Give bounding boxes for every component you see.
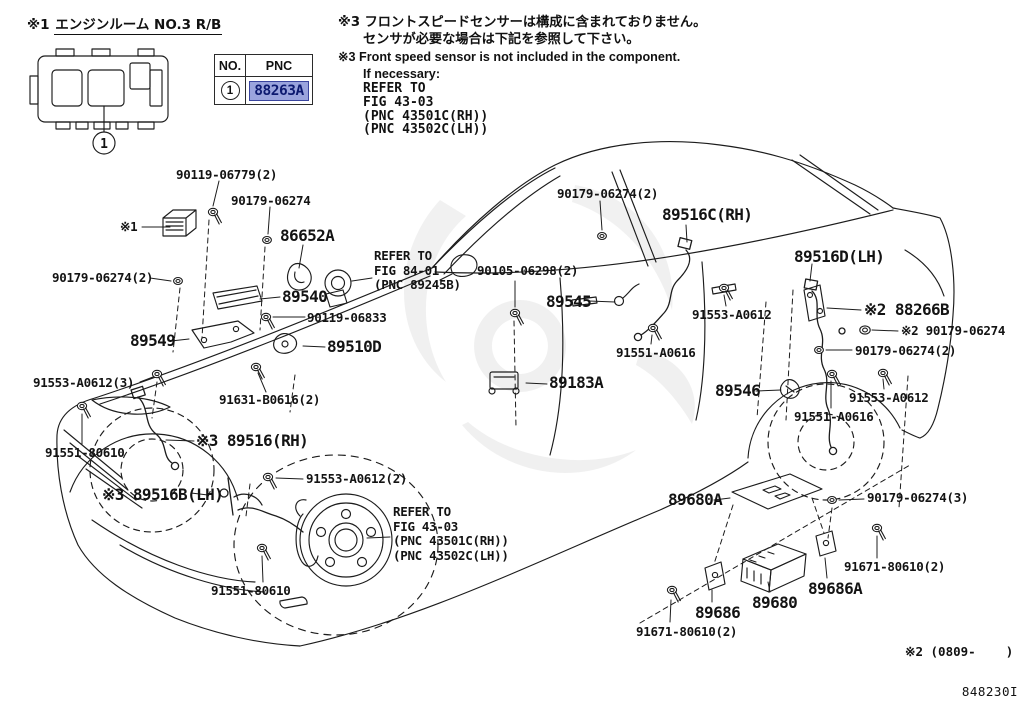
- ecu-assembly: [704, 473, 837, 593]
- part-label: 91553-A0612(3): [33, 375, 135, 390]
- part-label: ※3 89516(RH): [196, 431, 309, 450]
- part-label: 86652A: [280, 226, 335, 245]
- part-label: 91551-A0616: [616, 345, 696, 360]
- pnc-table-header-pnc: PNC: [246, 55, 312, 77]
- component-glyphs: [162, 209, 826, 399]
- front-wheel: [69, 407, 239, 533]
- relay-box-drawing: [29, 48, 169, 155]
- part-label: 89546: [715, 381, 761, 400]
- part-label: 91551-80610: [45, 445, 125, 460]
- pnc-value-selected[interactable]: 88263A: [249, 80, 309, 101]
- part-label: 90179-06274(2): [52, 270, 154, 285]
- part-label: 91553-A0612: [849, 390, 929, 405]
- part-label: ※1: [120, 219, 138, 234]
- pnc-table-header-no: NO.: [215, 55, 246, 77]
- part-label: 91671-80610(2): [844, 559, 946, 574]
- part-label: 89686: [695, 603, 741, 622]
- relay-box-title-prefix: ※1: [27, 17, 50, 33]
- note-jp-line1: ※3 フロントスピードセンサーは構成に含まれておりません。: [338, 15, 707, 30]
- part-label: 89545: [546, 292, 592, 311]
- part-label: ※2 90179-06274: [901, 323, 1006, 338]
- part-label: REFER TO FIG 43-03 (PNC 43501C(RH)) (PNC…: [393, 504, 509, 563]
- pnc-table-row-no: 1: [215, 77, 246, 104]
- pnc-row-number-circle: 1: [220, 81, 240, 100]
- part-label: 90119-06833: [307, 310, 387, 325]
- note-en-line1: ※3 Front speed sensor is not included in…: [338, 50, 681, 64]
- note-jp-line2: センサが必要な場合は下記を参照して下さい。: [363, 31, 640, 47]
- hub-assembly: [233, 454, 439, 636]
- part-label: 89516C(RH): [662, 205, 753, 224]
- front-sensor-note: ※3 フロントスピードセンサーは構成に含まれておりません。 センサが必要な場合は…: [338, 15, 706, 137]
- note-refer-block: REFER TO FIG 43-03 (PNC 43501C(RH)) (PNC…: [363, 81, 489, 138]
- part-label: 90179-06274(2): [855, 343, 957, 358]
- relay-box-callout-number: 1: [100, 137, 108, 152]
- part-label: 89686A: [808, 579, 863, 598]
- watermark: [403, 185, 695, 474]
- relay-box-title: ※1 エンジンルーム NO.3 R/B: [27, 13, 223, 35]
- part-label: 89510D: [327, 337, 382, 356]
- part-label: 91553-A0612(2): [306, 471, 408, 486]
- pnc-table-row-pnc: 88263A: [246, 77, 312, 104]
- pnc-table-header: NO. PNC: [215, 55, 312, 77]
- part-label: 89549: [130, 331, 176, 350]
- part-label: 91631-B0616(2): [219, 392, 321, 407]
- leader-lines: [81, 180, 899, 623]
- part-label: 89680A: [668, 490, 723, 509]
- part-label: 89540: [282, 287, 328, 306]
- part-label: ※2 88266B: [864, 300, 950, 319]
- part-label: REFER TO FIG 84-01 (PNC 89245B): [374, 248, 461, 292]
- part-label: 90119-06779(2): [176, 167, 278, 182]
- car-body-outline: [56, 141, 955, 647]
- relay-box-title-text: エンジンルーム NO.3 R/B: [54, 13, 223, 35]
- part-label: 90179-06274(3): [867, 490, 969, 505]
- dashed-lines: [151, 219, 911, 624]
- part-label: 91553-A0612: [692, 307, 772, 322]
- part-label: 90179-06274(2): [557, 186, 659, 201]
- revision-note: ※2 (0809- ): [905, 644, 1014, 659]
- part-label: 90105-06298(2): [477, 263, 579, 278]
- part-label: 90179-06274: [231, 193, 311, 208]
- rear-wheel: [747, 382, 901, 501]
- part-label: 89680: [752, 593, 798, 612]
- part-label: 91551-80610: [211, 583, 291, 598]
- drawing-code: 848230I: [961, 684, 1018, 699]
- part-label: 91671-80610(2): [636, 624, 738, 639]
- part-label: 89183A: [549, 373, 604, 392]
- note-en-line2: If necessary:: [363, 67, 441, 81]
- part-label: 91551-A0616: [794, 409, 874, 424]
- pnc-table-row: 1 88263A: [215, 77, 312, 104]
- part-label: ※3 89516B(LH): [102, 485, 224, 504]
- part-label: 89516D(LH): [794, 247, 885, 266]
- pnc-table: NO. PNC 1 88263A: [214, 54, 313, 105]
